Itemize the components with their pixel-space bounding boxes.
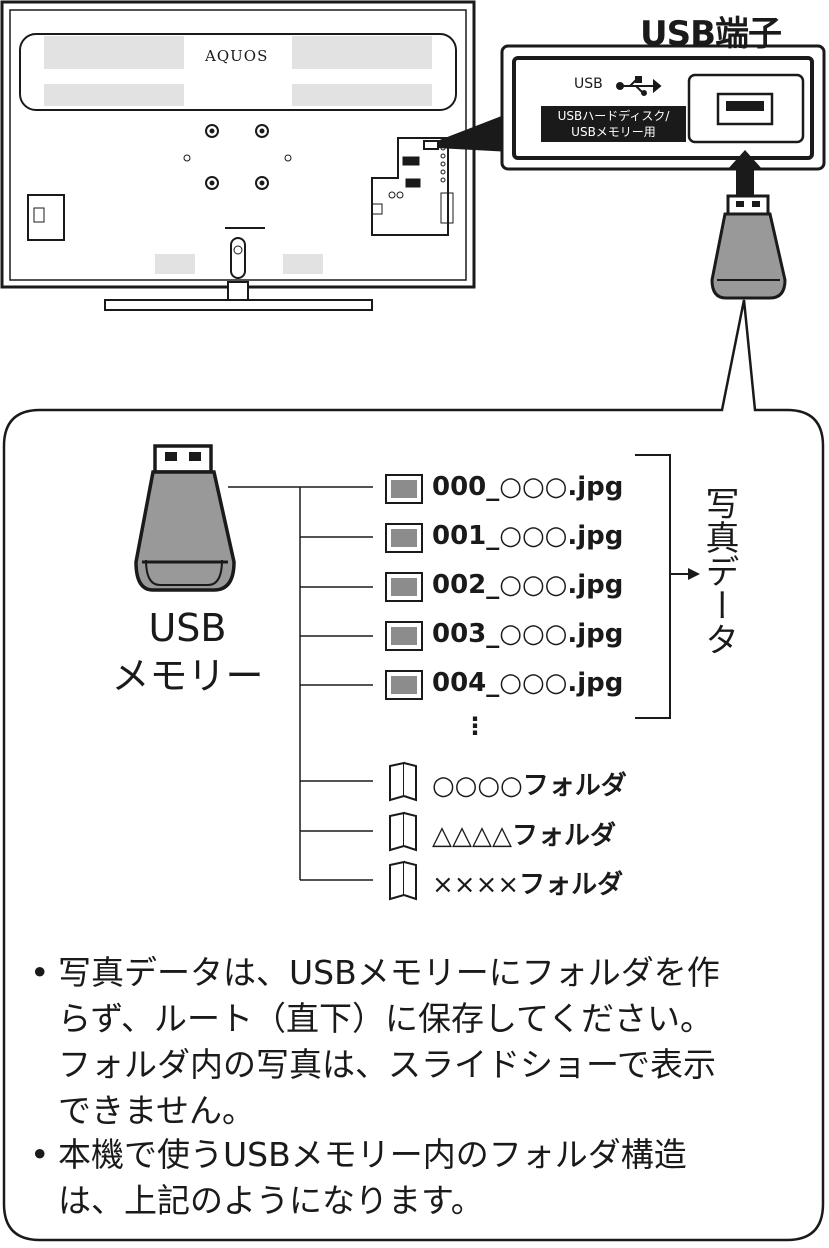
file-item: 002_○○○.jpg [432, 570, 624, 600]
more-files-ellipsis: ⋮ [463, 712, 487, 740]
folder-name-suffix: フォルダ [522, 771, 627, 801]
photo-data-label: 写真データ [699, 486, 739, 656]
bracket-arrow-icon [688, 568, 700, 580]
usb-memory-label: USB メモリー [100, 604, 275, 700]
folder-name-suffix: フォルダ [519, 870, 624, 900]
tv-back-panel [0, 0, 476, 311]
folder-item: ××××フォルダ [432, 864, 623, 901]
usb-stick-icon [710, 194, 787, 300]
folder-name-prefix: ×××× [432, 870, 520, 900]
usb-usage-tag: USBハードディスク/ USBメモリー用 [541, 106, 686, 142]
folder-item: ○○○○フォルダ [432, 765, 627, 802]
note-line: 本機で使うUSBメモリー内のフォルダ構造 [58, 1135, 687, 1174]
note-item: • 写真データは、USBメモリーにフォルダを作 らず、ルート（直下）に保存してく… [30, 950, 810, 1134]
usb-symbol-icon [616, 76, 662, 96]
usb-memory-label-line2: メモリー [111, 654, 264, 698]
tv-brand-logo: AQUOS [205, 47, 269, 65]
file-item: 001_○○○.jpg [432, 521, 624, 551]
folder-name-prefix: ○○○○ [432, 771, 523, 801]
note-bullet: • [30, 953, 50, 992]
folder-tree-lines [228, 454, 688, 881]
note-line: できません。 [58, 1091, 256, 1130]
folder-icons [389, 761, 417, 901]
note-line: 写真データは、USBメモリーにフォルダを作 [58, 953, 720, 992]
usb-usage-tag-line2: USBメモリー用 [571, 125, 656, 139]
file-item: 004_○○○.jpg [432, 668, 624, 698]
note-line: らず、ルート（直下）に保存してください。 [58, 999, 714, 1038]
note-line: は、上記のようになります。 [58, 1181, 484, 1220]
image-file-icons [385, 474, 423, 700]
file-item: 000_○○○.jpg [432, 472, 624, 502]
file-item: 003_○○○.jpg [432, 619, 624, 649]
folder-name-suffix: フォルダ [511, 821, 616, 851]
insert-arrow-icon [727, 150, 763, 196]
page-title: USB端子 [640, 14, 782, 54]
callout-wedge [437, 112, 512, 152]
note-bullet: • [30, 1135, 50, 1174]
folder-name-prefix: △△△△ [432, 821, 512, 851]
usb-memory-label-line1: USB [148, 606, 227, 650]
note-line: フォルダ内の写真は、スライドショーで表示 [58, 1045, 717, 1084]
note-item: • 本機で使うUSBメモリー内のフォルダ構造 は、上記のようになります。 [30, 1132, 810, 1224]
folder-item: △△△△フォルダ [432, 815, 616, 852]
usb-memory-icon [134, 444, 236, 592]
usb-port-label: USB [574, 76, 603, 92]
usb-usage-tag-line1: USBハードディスク/ [557, 109, 670, 123]
